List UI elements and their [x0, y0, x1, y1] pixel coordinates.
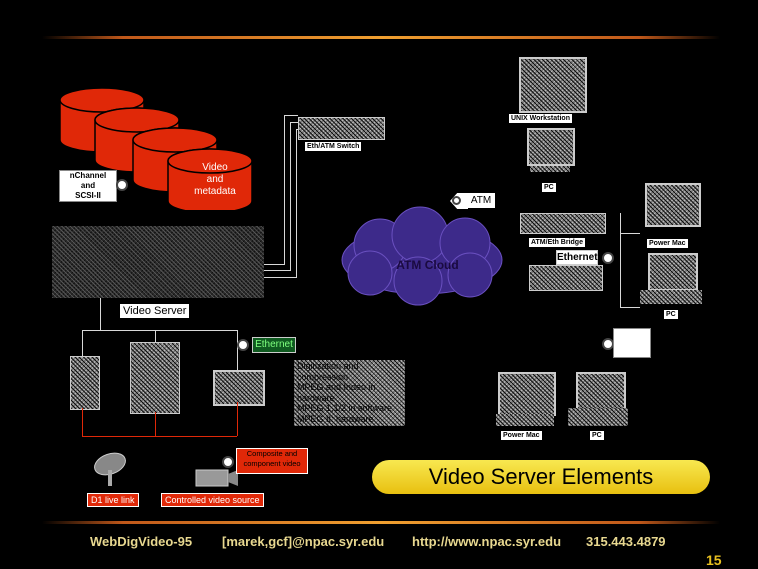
powermac-top-label: Power Mac	[647, 239, 688, 248]
digitization-note: Digitization and compression MPEG and In…	[294, 360, 405, 426]
atm-tag: ATM	[467, 193, 495, 208]
video-camera-icon	[195, 469, 238, 487]
tower-pc-1	[70, 356, 100, 410]
link-line	[296, 129, 298, 130]
atm-eth-bridge	[520, 213, 606, 234]
video-server-label: Video Server	[120, 304, 190, 318]
slide-title: Video Server Elements	[428, 464, 654, 489]
tag-hole-icon	[602, 252, 614, 264]
powermac-bottom-label: Power Mac	[501, 431, 542, 440]
pc-bottom-monitor	[576, 372, 626, 410]
link-line	[620, 233, 640, 234]
tag-hole-icon	[452, 196, 461, 205]
disk-array	[59, 87, 253, 210]
link-line	[155, 330, 156, 342]
ethernet-right-tag: Ethernet	[556, 250, 598, 265]
pc-right-base	[640, 290, 702, 304]
pc-top-label: PC	[542, 183, 556, 192]
link-line	[284, 115, 285, 265]
footer-event: WebDigVideo-95	[90, 534, 193, 549]
link-line	[264, 270, 290, 271]
switch-label: Eth/ATM Switch	[305, 142, 362, 151]
link-line	[264, 264, 284, 265]
footer-phone: 315.443.4879	[586, 534, 666, 549]
link-line	[620, 307, 640, 308]
footer-url: http://www.npac.syr.edu	[412, 534, 562, 549]
d1-live-link-label: D1 live link	[87, 493, 139, 507]
tag-hole-icon	[237, 339, 249, 351]
link-line	[296, 129, 297, 278]
pc-bottom-base	[568, 408, 628, 426]
link-line	[284, 115, 298, 116]
link-line	[620, 213, 621, 308]
link-line	[82, 330, 237, 331]
tower-pc-2	[130, 342, 180, 414]
unix-label: UNIX Workstation	[509, 114, 572, 123]
desktop-monitor	[213, 370, 265, 406]
bottom-rule	[42, 521, 720, 524]
title-banner	[372, 460, 710, 494]
page-number: 15	[706, 552, 722, 568]
composite-tag: Composite and component video	[236, 448, 308, 474]
bridge-hub	[529, 265, 603, 291]
atm-cloud	[341, 206, 503, 306]
tag-hole-icon	[222, 456, 234, 468]
unix-workstation-monitor	[519, 57, 587, 113]
link-line	[290, 122, 298, 123]
controlled-source-label: Controlled video source	[161, 493, 264, 507]
pc-right-monitor	[648, 253, 698, 291]
atm-cloud-label: ATM Cloud	[396, 258, 459, 272]
red-link	[82, 436, 237, 437]
red-link	[155, 412, 156, 436]
video-server-box	[52, 226, 264, 298]
disk-label: Video and metadata	[194, 162, 236, 197]
link-line	[82, 330, 83, 356]
powermac-bottom-base	[496, 414, 554, 426]
red-link	[82, 408, 83, 436]
powermac-bottom-monitor	[498, 372, 556, 416]
footer-email: [marek,gcf]@npac.syr.edu	[222, 534, 385, 549]
satellite-dish-icon	[94, 452, 126, 486]
tag-hole-icon	[116, 179, 128, 191]
link-line	[290, 122, 291, 271]
powermac-top-monitor	[645, 183, 701, 227]
pc-bottom-label: PC	[590, 431, 604, 440]
bridge-label: ATM/Eth Bridge	[529, 238, 585, 247]
pc-top-base	[530, 166, 570, 172]
link-line	[264, 277, 296, 278]
pc-right-label: PC	[664, 310, 678, 319]
ethernet-left-tag: Ethernet	[252, 337, 296, 353]
pc-top-monitor	[527, 128, 575, 166]
eth-atm-switch	[298, 117, 385, 140]
link-line	[237, 330, 238, 370]
top-rule	[42, 36, 720, 39]
link-line	[100, 298, 101, 330]
empty-tag	[613, 328, 651, 358]
red-link	[237, 402, 238, 436]
fibre-channel-tag: nChannel and SCSI-II	[59, 170, 117, 202]
